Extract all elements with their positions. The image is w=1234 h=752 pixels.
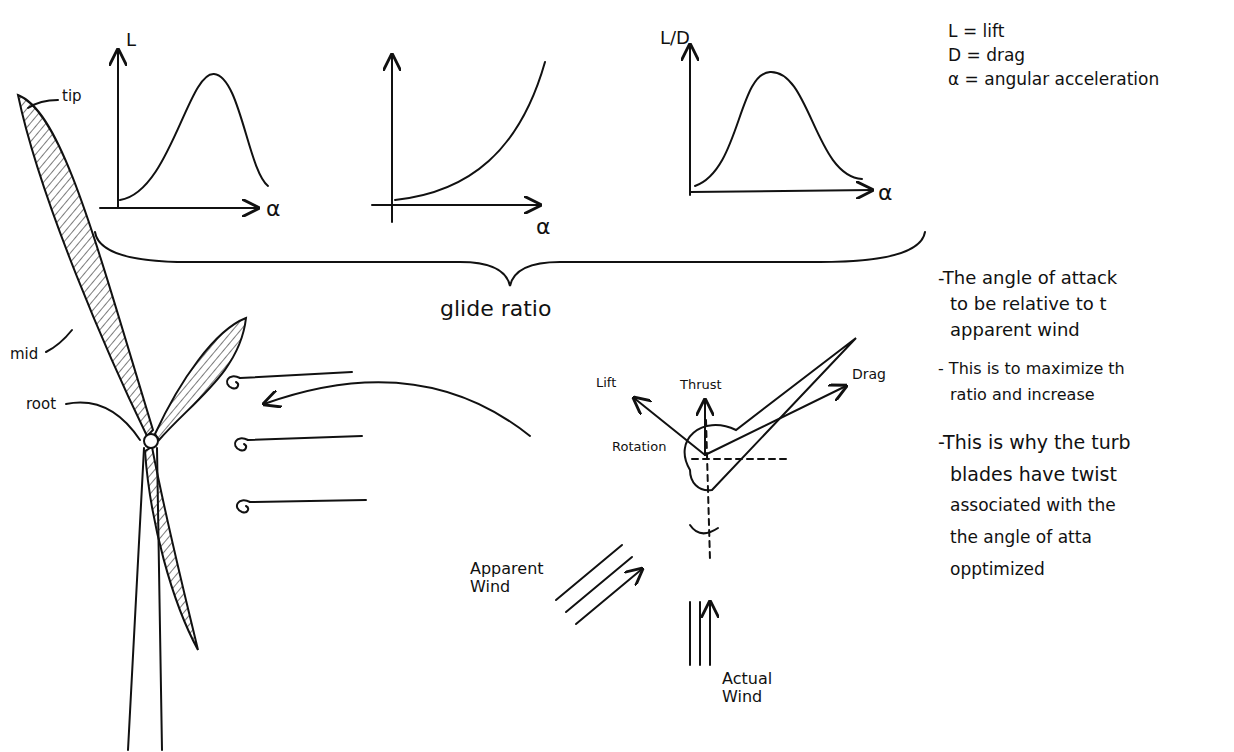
axis-label: α <box>536 214 551 239</box>
thrust-vector <box>704 400 706 455</box>
axis-label: α <box>878 180 893 205</box>
brace <box>95 232 925 286</box>
vector-label: Drag <box>852 366 886 382</box>
drag-vector <box>705 386 846 455</box>
x-axis <box>100 207 258 209</box>
leader-line <box>46 330 72 352</box>
note-text: -The angle of attack <box>938 268 1117 289</box>
turbine-blade <box>155 318 246 440</box>
y-axis <box>689 45 691 195</box>
wind-label: Apparent Wind <box>470 560 550 597</box>
ratio-curve <box>695 72 862 186</box>
y-axis <box>391 55 393 222</box>
key-text: α = angular acceleration <box>948 70 1159 90</box>
actual-wind-arrows <box>690 602 710 665</box>
note-text: opptimized <box>950 560 1045 580</box>
swirl <box>237 500 250 512</box>
turbine-blade <box>145 447 198 650</box>
group-label: glide ratio <box>440 296 551 321</box>
part-label: mid <box>10 346 38 363</box>
apparent-wind-arrows <box>556 545 642 624</box>
x-axis <box>690 190 872 192</box>
note-text: to be relative to t <box>950 294 1106 315</box>
swirl <box>235 438 248 450</box>
note-text: -This is why the turb <box>938 432 1131 454</box>
axis-label: α <box>266 196 281 221</box>
note-text: - This is to maximize th <box>938 360 1125 378</box>
swirl <box>227 376 240 388</box>
airfoil <box>685 338 856 490</box>
part-label: root <box>26 396 56 413</box>
note-text: ratio and increase <box>950 386 1095 404</box>
axis-label: L <box>126 30 136 51</box>
turbine-blade <box>18 95 153 436</box>
wind-label: Actual Wind <box>722 670 792 707</box>
y-axis <box>117 50 119 208</box>
drag-curve <box>395 62 545 200</box>
lift-curve <box>120 74 268 200</box>
leader-line <box>28 100 58 108</box>
note-text: the angle of atta <box>950 528 1092 548</box>
vector-label: Thrust <box>680 378 722 393</box>
angle-arc <box>690 525 718 533</box>
line-label: Rotation <box>612 440 666 455</box>
note-text: apparent wind <box>950 320 1080 341</box>
turbine-hub <box>144 434 158 448</box>
part-label: tip <box>62 88 82 105</box>
pointer-arrow <box>264 382 530 436</box>
note-text: blades have twist <box>950 464 1117 486</box>
axis-label: L/D <box>660 28 690 49</box>
vector-label: Lift <box>596 376 616 391</box>
axis-line <box>706 420 710 560</box>
x-axis <box>372 204 540 206</box>
key-text: D = drag <box>948 46 1025 66</box>
key-text: L = lift <box>948 22 1004 42</box>
note-text: associated with the <box>950 496 1116 516</box>
leader-line <box>66 403 140 441</box>
